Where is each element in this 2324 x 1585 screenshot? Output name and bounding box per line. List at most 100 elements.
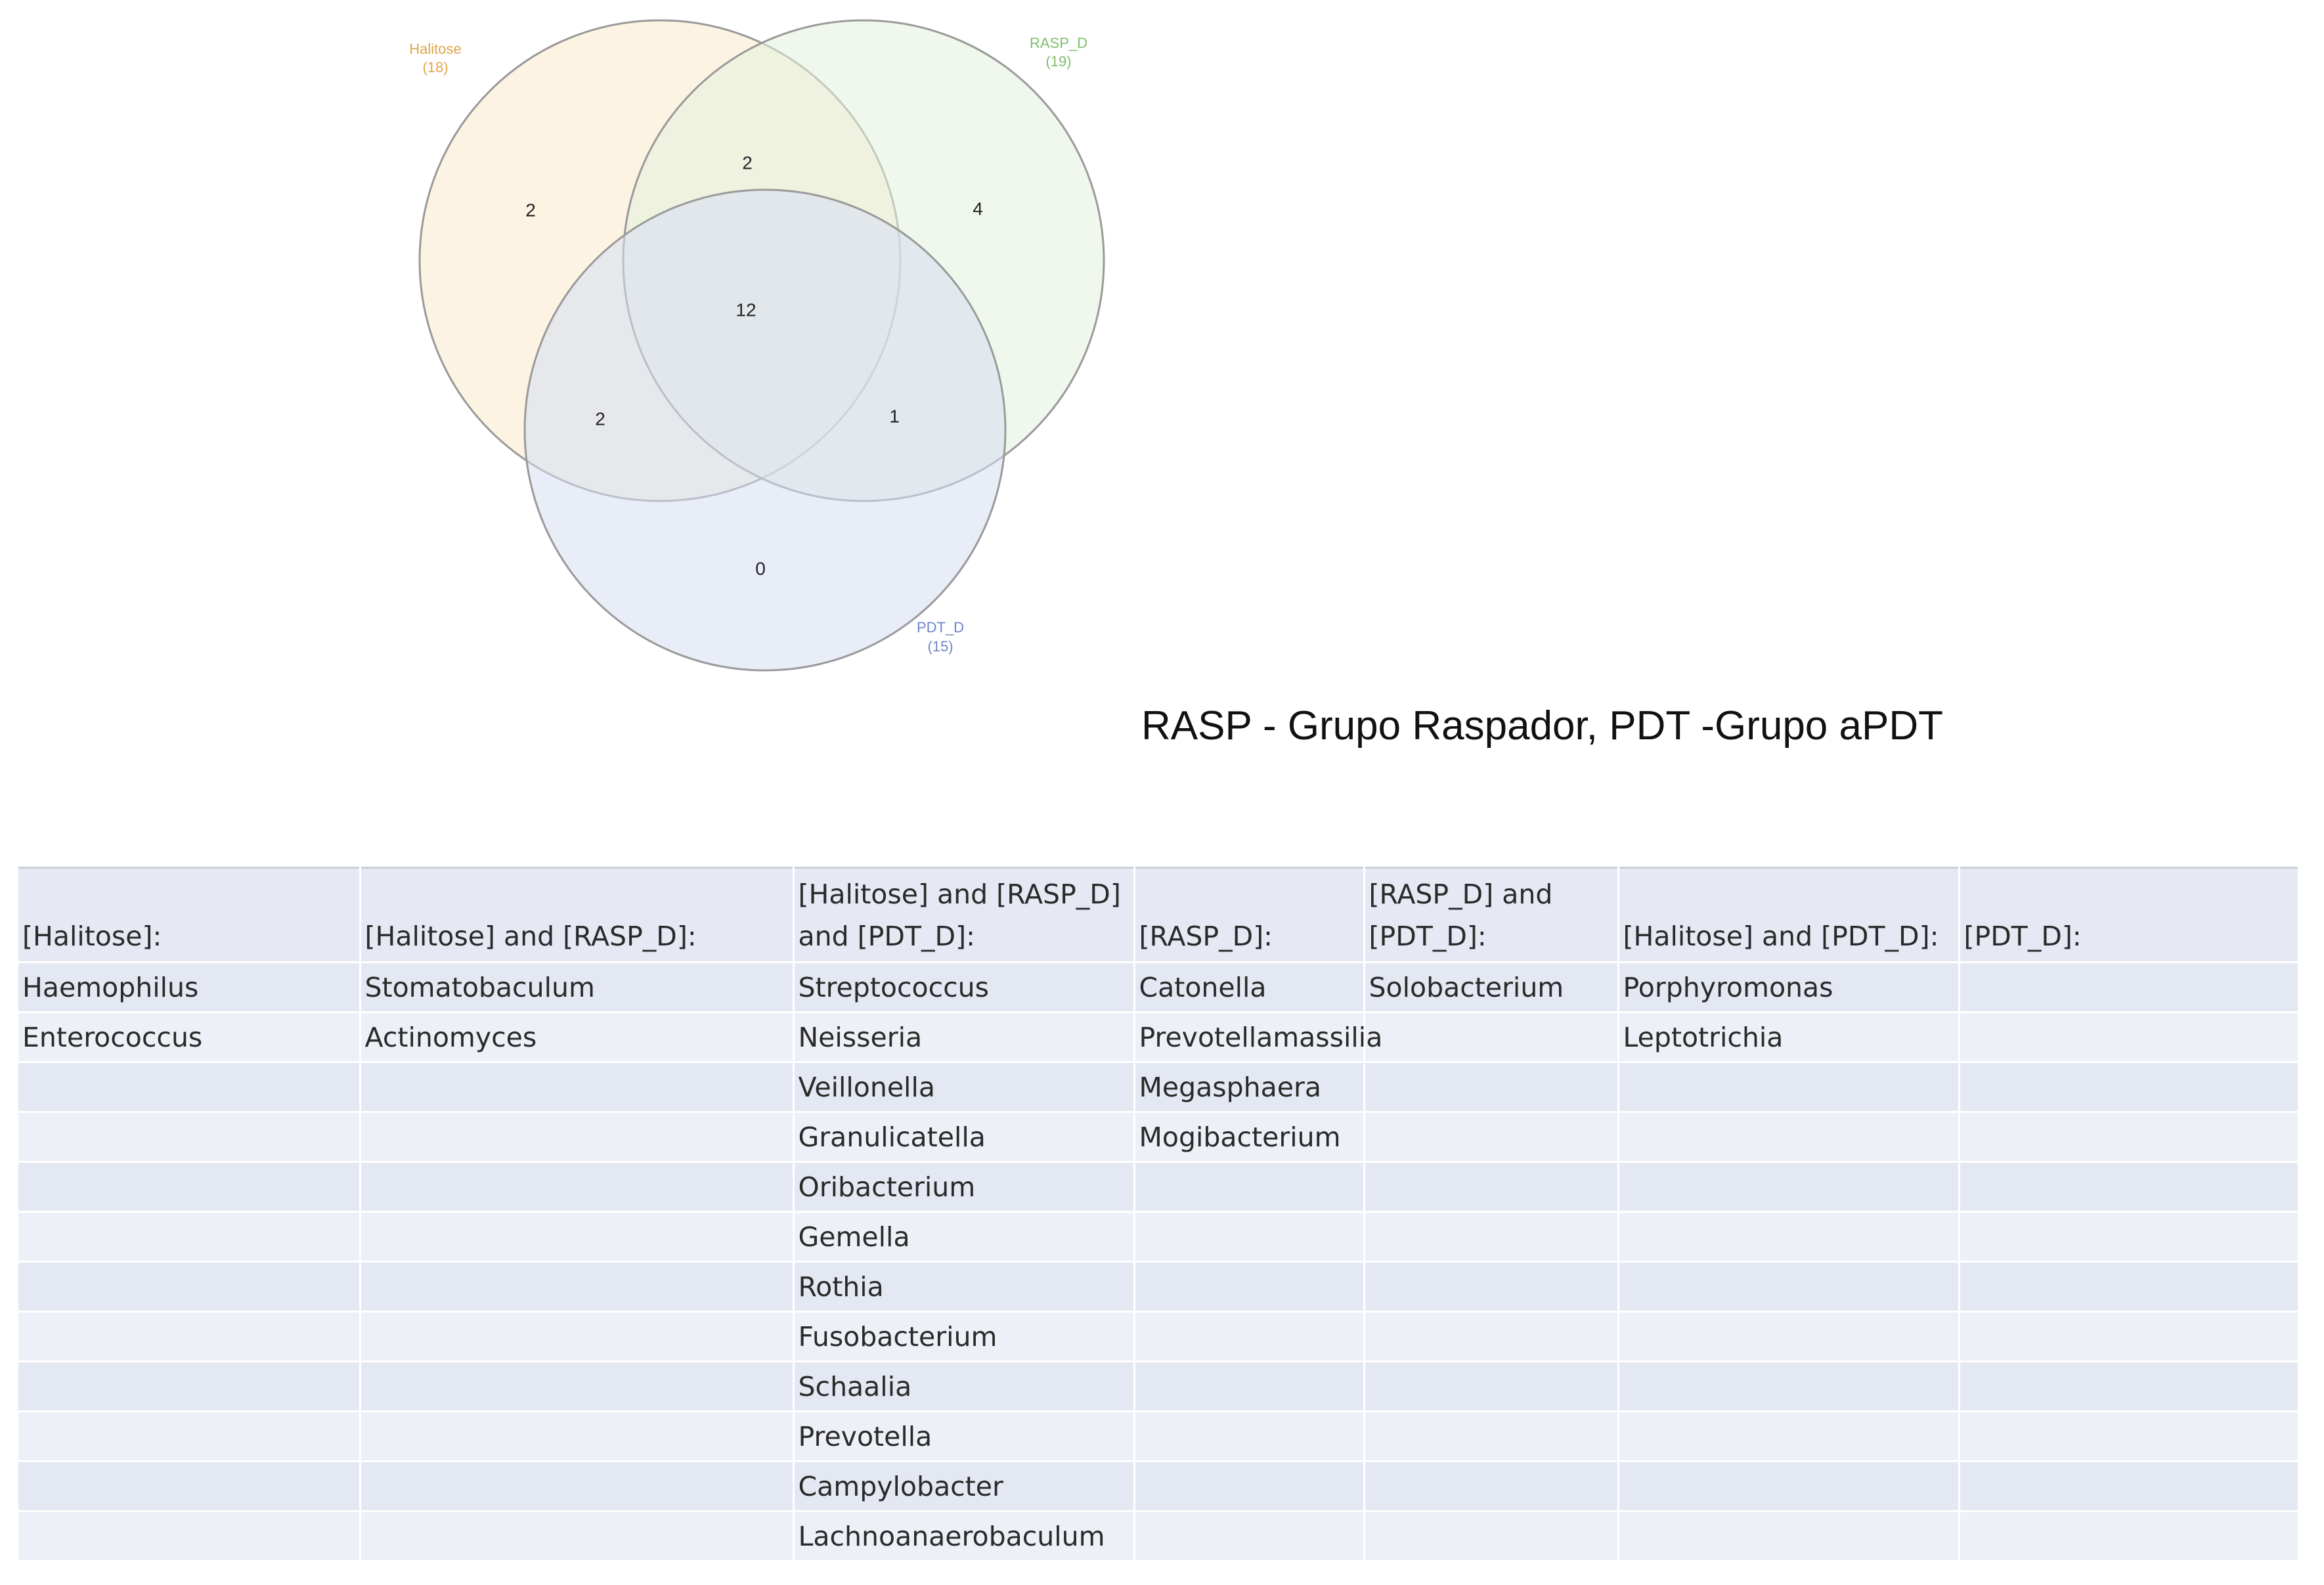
table-cell: Granulicatella <box>793 1112 1135 1163</box>
group-legend: RASP - Grupo Raspador, PDT -Grupo aPDT <box>1141 703 1943 749</box>
table-cell <box>1618 1461 1960 1512</box>
header-pdt: [PDT_D]: <box>1959 867 2300 963</box>
table-cell <box>1364 1062 1619 1113</box>
table-cell <box>1134 1261 1365 1313</box>
table-cell <box>1618 1112 1960 1163</box>
table-cell: Rothia <box>793 1261 1135 1313</box>
species-overlap-table: [Halitose]: [Halitose] and [RASP_D]: [Ha… <box>18 867 2300 1562</box>
venn-diagram: Halitose (18) RASP_D (19) PDT_D (15) 2 2… <box>409 19 1105 672</box>
table-row: Oribacterium <box>18 1162 2300 1213</box>
table-cell: Gemella <box>793 1211 1135 1263</box>
table-cell <box>1959 1211 2300 1263</box>
table-cell <box>18 1112 361 1163</box>
table-cell <box>1959 1311 2300 1362</box>
table-cell <box>1959 1461 2300 1512</box>
halitose-only-count: 2 <box>525 200 536 220</box>
table-cell <box>1959 1361 2300 1412</box>
table-cell <box>18 1261 361 1313</box>
table-cell: Enterococcus <box>18 1012 361 1063</box>
table-cell <box>1134 1361 1365 1412</box>
halitose-rasp-count: 2 <box>742 152 753 173</box>
table-cell: Leptotrichia <box>1618 1012 1960 1063</box>
table-cell <box>18 1211 361 1263</box>
table-cell <box>1959 1411 2300 1462</box>
table-cell: Streptococcus <box>793 962 1135 1013</box>
table-cell: Solobacterium <box>1364 962 1619 1013</box>
table-cell <box>360 1361 795 1412</box>
table-cell <box>360 1511 795 1562</box>
halitose-set-name: Halitose <box>409 41 461 57</box>
table-cell <box>1364 1311 1619 1362</box>
table-cell <box>1618 1062 1960 1113</box>
table-cell: Campylobacter <box>793 1461 1135 1512</box>
table-cell <box>1134 1511 1365 1562</box>
table-row: Campylobacter <box>18 1461 2300 1512</box>
header-all-three: [Halitose] and [RASP_D] and [PDT_D]: <box>793 867 1135 963</box>
table-cell <box>1364 1012 1619 1063</box>
pdt-only-count: 0 <box>755 558 766 578</box>
table-cell: Actinomyces <box>360 1012 795 1063</box>
table-cell: Catonella <box>1134 962 1365 1013</box>
header-rasp: [RASP_D]: <box>1134 867 1365 963</box>
table-cell <box>360 1112 795 1163</box>
table-cell: Porphyromonas <box>1618 962 1960 1013</box>
header-rasp-pdt: [RASP_D] and [PDT_D]: <box>1364 867 1619 963</box>
table-cell <box>1618 1211 1960 1263</box>
table-cell <box>1618 1311 1960 1362</box>
table-cell <box>360 1062 795 1113</box>
table-cell <box>1364 1211 1619 1263</box>
table-cell <box>1959 1062 2300 1113</box>
table-cell <box>360 1461 795 1512</box>
table-cell: Prevotellamassilia <box>1134 1012 1382 1063</box>
table-cell <box>18 1062 361 1113</box>
table-cell <box>1618 1411 1960 1462</box>
table-cell <box>18 1411 361 1462</box>
table-row: Schaalia <box>18 1361 2300 1412</box>
table-cell <box>1364 1461 1619 1512</box>
table-cell <box>360 1311 795 1362</box>
all-three-count: 12 <box>735 299 756 320</box>
table-cell <box>1618 1511 1960 1562</box>
pdt-d-set-size: (15) <box>927 638 953 655</box>
table-cell: Mogibacterium <box>1134 1112 1365 1163</box>
table-cell <box>1364 1162 1619 1213</box>
table-cell: Veillonella <box>793 1062 1135 1113</box>
table-cell <box>1364 1411 1619 1462</box>
header-halitose-pdt: [Halitose] and [PDT_D]: <box>1618 867 1960 963</box>
table-cell <box>1959 1012 2300 1063</box>
table-cell <box>1364 1112 1619 1163</box>
header-halitose-rasp: [Halitose] and [RASP_D]: <box>360 867 795 963</box>
table-cell <box>360 1211 795 1263</box>
table-cell <box>1959 1511 2300 1562</box>
table-cell: Fusobacterium <box>793 1311 1135 1362</box>
table-cell: Haemophilus <box>18 962 361 1013</box>
table-cell: Schaalia <box>793 1361 1135 1412</box>
table-cell <box>1134 1411 1365 1462</box>
pdt-d-set-name: PDT_D <box>917 619 964 636</box>
halitose-set-size: (18) <box>422 59 448 76</box>
table-cell <box>18 1311 361 1362</box>
rasp-d-set-name: RASP_D <box>1030 35 1087 51</box>
table-cell <box>1134 1162 1365 1213</box>
table-cell: Megasphaera <box>1134 1062 1365 1113</box>
table-cell <box>18 1162 361 1213</box>
table-cell: Prevotella <box>793 1411 1135 1462</box>
pdt-d-circle <box>523 188 1007 672</box>
table-cell <box>1959 1162 2300 1213</box>
table-cell <box>360 1162 795 1213</box>
table-cell <box>18 1461 361 1512</box>
table-cell <box>1618 1361 1960 1412</box>
header-halitose: [Halitose]: <box>18 867 361 963</box>
rasp-pdt-count: 1 <box>889 406 900 426</box>
table-row: Lachnoanaerobaculum <box>18 1511 2300 1562</box>
table-cell: Stomatobaculum <box>360 962 795 1013</box>
halitose-pdt-count: 2 <box>595 408 605 429</box>
table-cell <box>1364 1261 1619 1313</box>
table-cell <box>1364 1361 1619 1412</box>
rasp-d-set-size: (19) <box>1045 53 1071 70</box>
table-row: Fusobacterium <box>18 1311 2300 1362</box>
